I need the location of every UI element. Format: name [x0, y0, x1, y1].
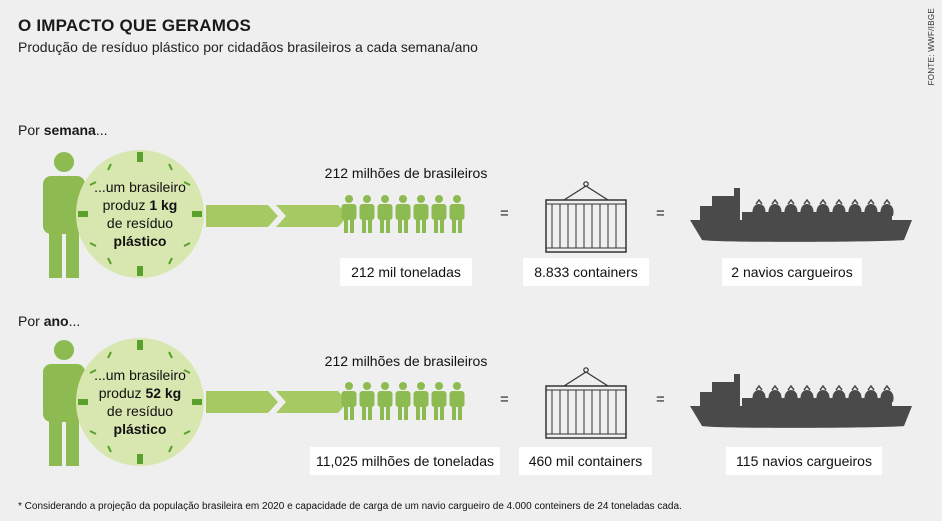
equals-sign: =: [656, 391, 665, 408]
row-label-period: ano: [43, 313, 69, 329]
equals-sign: =: [500, 205, 509, 222]
row-label-suffix: ...: [95, 122, 108, 138]
cargo-ship-icon: [690, 374, 912, 428]
clock-line-4: plástico: [80, 420, 200, 438]
container-icon: [545, 367, 627, 439]
clock-icon: [76, 150, 204, 278]
clock-line-2: produz 52 kg: [80, 384, 200, 402]
chevron-arrow-icon: [206, 205, 348, 227]
containers-box: 8.833 containers: [523, 258, 649, 286]
ships-box: 115 navios cargueiros: [726, 447, 882, 475]
clock-line-3: de resíduo: [106, 215, 174, 231]
clock-line-2: produz 1 kg: [80, 196, 200, 214]
equals-sign: =: [500, 391, 509, 408]
crowd-icon: [341, 195, 465, 233]
container-icon: [545, 181, 627, 253]
population-label: 212 milhões de brasileiros: [324, 353, 488, 369]
page-title: O IMPACTO QUE GERAMOS: [18, 16, 252, 35]
row-label-year: Por ano...: [18, 313, 80, 329]
clock-amount: 1 kg: [149, 197, 178, 213]
row-label-prefix: Por: [18, 122, 44, 138]
clock-icon: [76, 338, 204, 466]
page-subtitle: Produção de resíduo plástico por cidadão…: [18, 39, 478, 55]
clock-line-2-prefix: produz: [102, 197, 150, 213]
footnote: * Considerando a projeção da população b…: [18, 501, 682, 512]
crowd-icon: [341, 382, 465, 420]
containers-box: 460 mil containers: [519, 447, 652, 475]
clock-caption: ...um brasileiro produz 1 kg de resíduo …: [80, 178, 200, 250]
clock-material: plástico: [113, 233, 167, 249]
clock-amount: 52 kg: [145, 385, 182, 401]
clock-line-3: de resíduo: [106, 403, 174, 419]
tonnage-box: 11,025 milhões de toneladas: [310, 447, 500, 475]
clock-caption: ...um brasileiro produz 52 kg de resíduo…: [80, 366, 200, 438]
clock-line-4: plástico: [80, 232, 200, 250]
equals-sign: =: [656, 205, 665, 222]
chevron-arrow-icon: [206, 391, 348, 413]
row-label-period: semana: [43, 122, 96, 138]
clock-line-1: ...um brasileiro: [94, 367, 186, 383]
row-label-week: Por semana...: [18, 122, 108, 138]
cargo-ship-icon: [690, 188, 912, 242]
population-label: 212 milhões de brasileiros: [324, 165, 488, 181]
tonnage-box: 212 mil toneladas: [340, 258, 472, 286]
row-label-prefix: Por: [18, 313, 44, 329]
ships-box: 2 navios cargueiros: [722, 258, 862, 286]
clock-line-1: ...um brasileiro: [94, 179, 186, 195]
clock-line-2-prefix: produz: [98, 385, 146, 401]
clock-material: plástico: [113, 421, 167, 437]
row-label-suffix: ...: [68, 313, 81, 329]
